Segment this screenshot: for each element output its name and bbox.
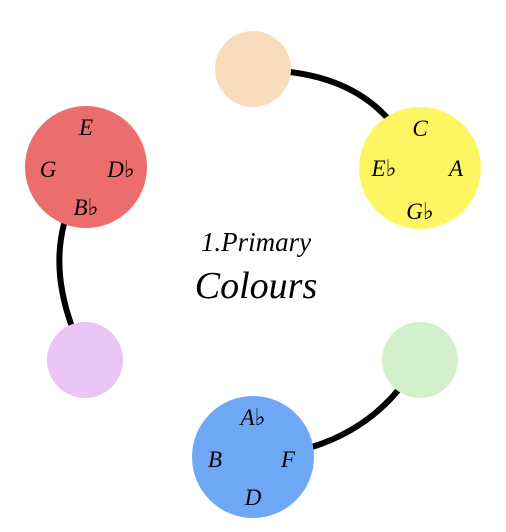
note-label: A bbox=[447, 156, 464, 181]
note-circles: C E♭ A G♭ A♭ B FD EG D♭ B♭ bbox=[25, 31, 481, 518]
note-label: B bbox=[208, 447, 222, 472]
circle-group-peach bbox=[215, 31, 291, 107]
connector-peach-yellow bbox=[287, 69, 393, 124]
circle-blue bbox=[192, 396, 314, 518]
note-label: D♭ bbox=[106, 157, 134, 182]
circle-yellow bbox=[359, 107, 481, 229]
note-label: A♭ bbox=[239, 405, 266, 430]
title-line-2: Colours bbox=[195, 265, 317, 307]
diagram-title: 1.Primary Colours bbox=[195, 227, 317, 307]
note-label: G♭ bbox=[406, 199, 433, 224]
circle-green bbox=[382, 322, 458, 398]
note-label: E bbox=[78, 115, 93, 140]
connector-green-blue bbox=[309, 385, 403, 450]
title-line-1: 1.Primary bbox=[201, 227, 311, 257]
note-label: E♭ bbox=[371, 156, 397, 181]
connector-lilac-red bbox=[56, 221, 74, 327]
note-label: G bbox=[40, 157, 57, 182]
note-label: D bbox=[244, 485, 262, 510]
note-label: C bbox=[412, 116, 428, 141]
note-label: B♭ bbox=[74, 195, 99, 220]
circle-group-yellow: C E♭ A G♭ bbox=[359, 107, 481, 229]
circle-red bbox=[25, 106, 147, 228]
circle-peach bbox=[215, 31, 291, 107]
circle-group-blue: A♭ B FD bbox=[192, 396, 314, 518]
circle-group-green bbox=[382, 322, 458, 398]
circle-lilac bbox=[47, 322, 123, 398]
note-label: F bbox=[280, 447, 296, 472]
circle-group-lilac bbox=[47, 322, 123, 398]
circle-group-red: EG D♭ B♭ bbox=[25, 106, 147, 228]
connector-arcs bbox=[56, 69, 403, 450]
